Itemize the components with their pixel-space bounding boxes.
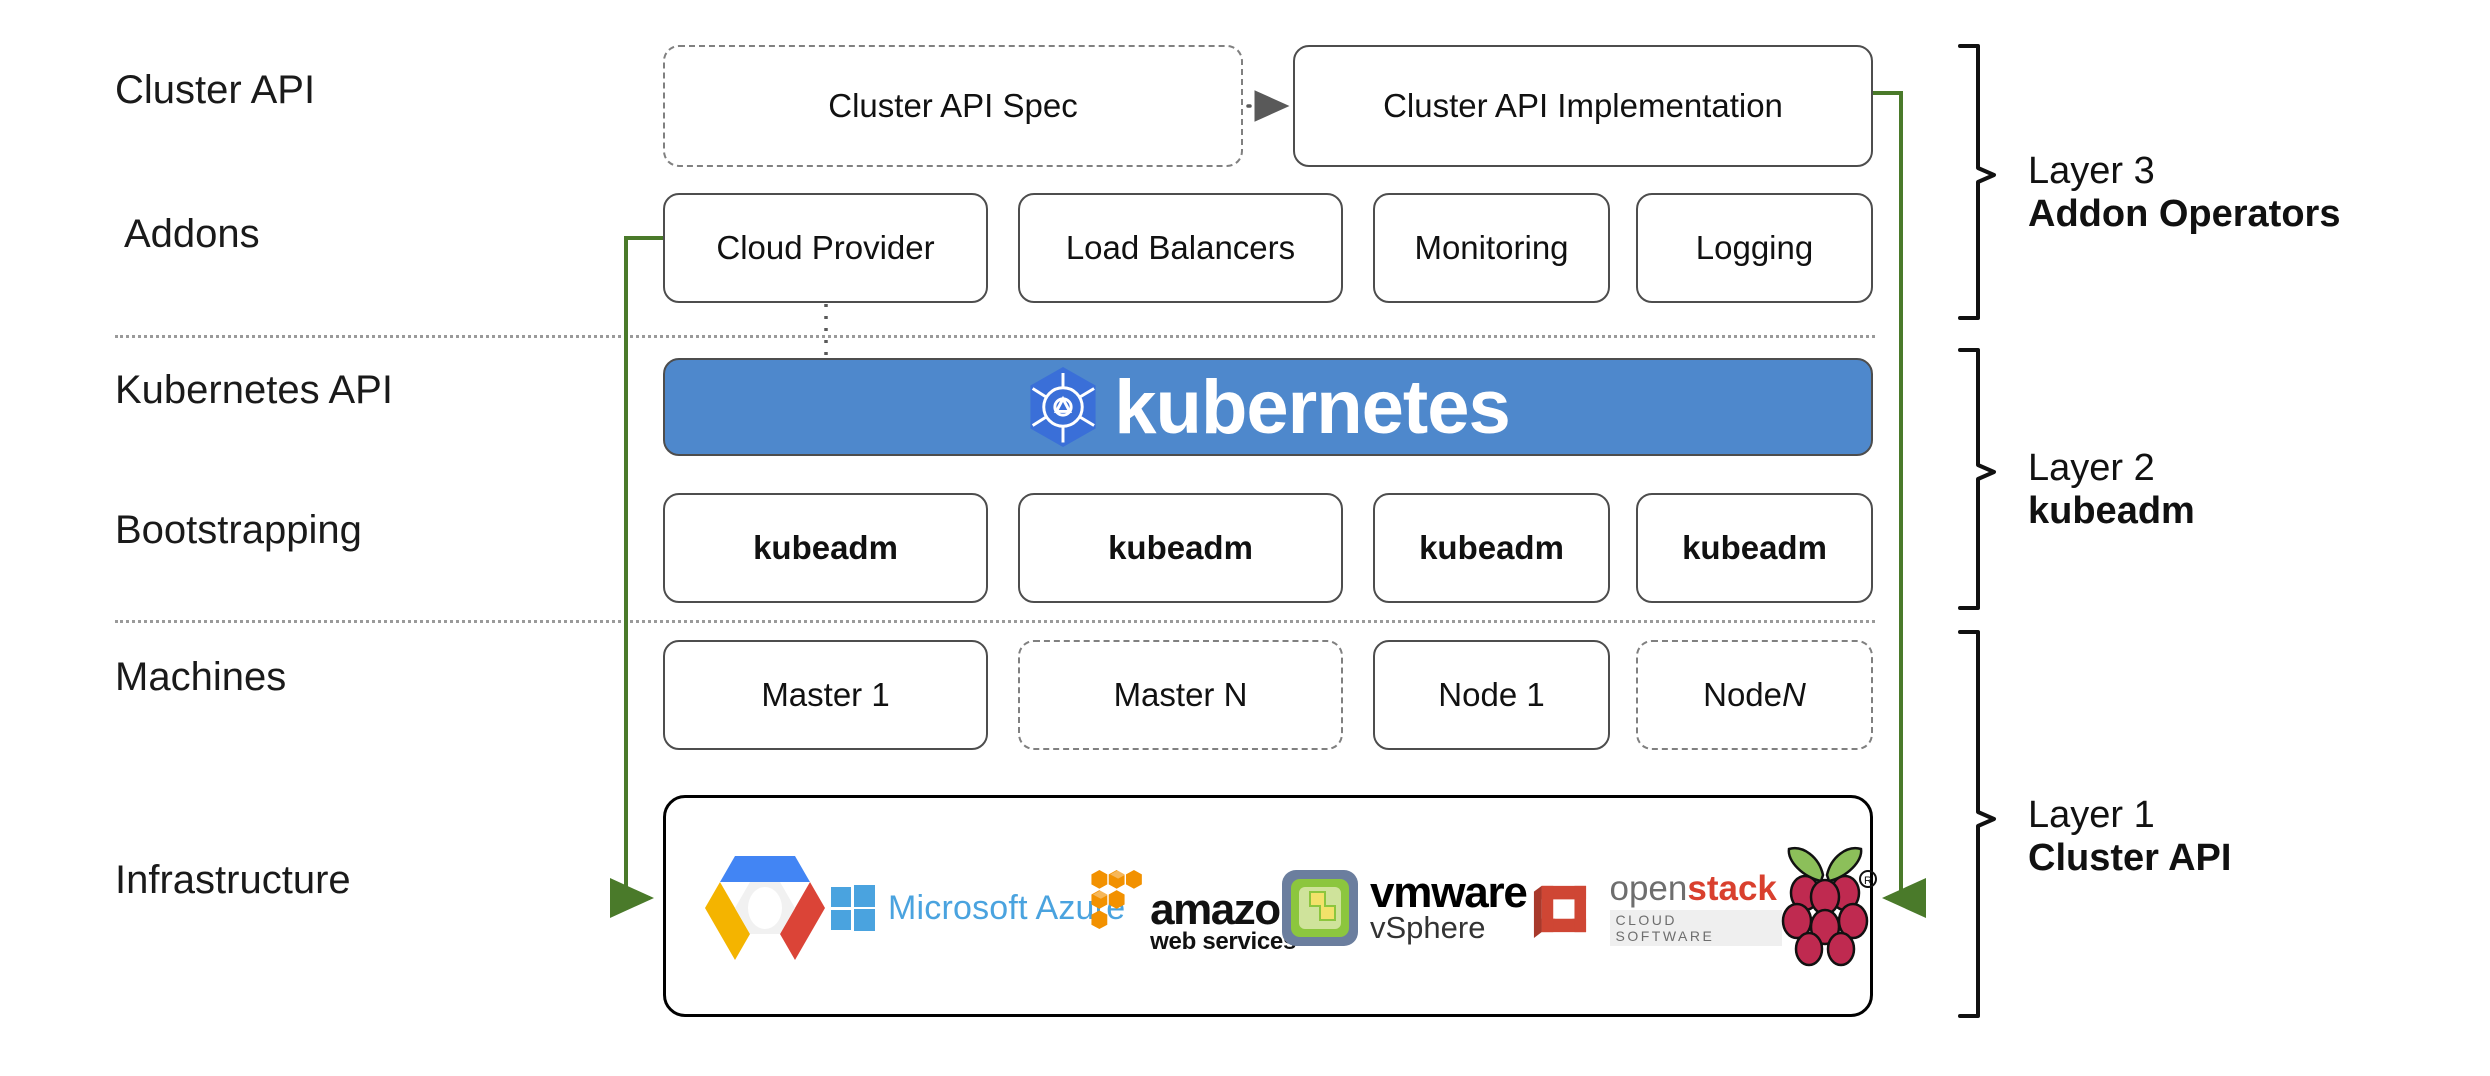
box-machine-node-1[interactable]: Node 1	[1373, 640, 1610, 750]
layer-2-number: Layer 2	[2028, 447, 2155, 489]
box-machine-node-n-prefix: Node	[1703, 676, 1783, 713]
svg-text:R: R	[1864, 875, 1872, 887]
box-machine-node-n-index: N	[1782, 676, 1806, 713]
layer-2-name: kubeadm	[2028, 489, 2195, 532]
brace-layer-2	[1958, 348, 1996, 610]
aws-cubes-icon	[1091, 869, 1142, 930]
logo-vmware-vsphere: vmware vSphere	[1280, 860, 1540, 956]
vsphere-wordmark: vSphere	[1370, 910, 1486, 946]
layer-label-2: Layer 2 kubeadm	[2028, 447, 2195, 532]
openstack-blocks-icon	[1533, 885, 1587, 938]
box-kubeadm-master-1[interactable]: kubeadm	[663, 493, 988, 603]
box-cluster-api-spec[interactable]: Cluster API Spec	[663, 45, 1243, 167]
layer-label-1: Layer 1 Cluster API	[2028, 794, 2231, 879]
logo-raspberry-pi: R	[1760, 838, 1890, 973]
kubernetes-wordmark: kubernetes	[1114, 364, 1510, 450]
box-addon-load-balancers[interactable]: Load Balancers	[1018, 193, 1343, 303]
layer-3-number: Layer 3	[2028, 150, 2155, 192]
layer-1-number: Layer 1	[2028, 794, 2155, 836]
row-label-machines: Machines	[115, 655, 287, 699]
box-machine-node-n[interactable]: Node N	[1636, 640, 1873, 750]
openstack-tagline: CLOUD SOFTWARE	[1609, 910, 1782, 947]
row-label-addons: Addons	[124, 212, 260, 256]
layer-3-name: Addon Operators	[2028, 192, 2341, 235]
row-label-bootstrapping: Bootstrapping	[115, 508, 362, 552]
box-addon-cloud-provider[interactable]: Cloud Provider	[663, 193, 988, 303]
box-addon-logging[interactable]: Logging	[1636, 193, 1873, 303]
openstack-word-open: open	[1609, 868, 1688, 908]
row-label-infrastructure: Infrastructure	[115, 858, 351, 902]
box-cluster-api-implementation[interactable]: Cluster API Implementation	[1293, 45, 1873, 167]
brace-layer-1	[1958, 630, 1996, 1018]
vmware-tile-icon	[1282, 870, 1358, 946]
kubernetes-banner[interactable]: kubernetes	[663, 358, 1873, 456]
vmware-wordmark: vmware	[1370, 867, 1528, 917]
box-machine-master-n[interactable]: Master N	[1018, 640, 1343, 750]
kubernetes-helm-wheel-icon	[1026, 365, 1100, 449]
box-kubeadm-node-n[interactable]: kubeadm	[1636, 493, 1873, 603]
row-label-cluster-api: Cluster API	[115, 68, 316, 112]
divider-layer3-layer2	[115, 335, 1875, 338]
logo-amazon-web-services: amazon web services	[1090, 848, 1306, 960]
layer-1-name: Cluster API	[2028, 836, 2232, 879]
openstack-word-stack: stack	[1687, 868, 1777, 908]
azure-window-icon	[831, 885, 875, 931]
gcp-hexagon-icon	[705, 855, 825, 960]
aws-wordmark-top: amazon	[1150, 884, 1306, 934]
box-addon-monitoring[interactable]: Monitoring	[1373, 193, 1610, 303]
box-machine-master-1[interactable]: Master 1	[663, 640, 988, 750]
brace-layer-3	[1958, 44, 1996, 320]
flow-cluster-api-implementation-to-infrastructure	[1873, 91, 1926, 918]
logo-google-cloud-platform	[690, 855, 840, 960]
logo-microsoft-azure: Microsoft Azure	[830, 880, 1140, 936]
logo-openstack: openstack CLOUD SOFTWARE	[1532, 866, 1782, 952]
aws-wordmark-bottom: web services	[1150, 928, 1297, 955]
raspberry-pi-icon: R	[1781, 846, 1877, 966]
box-kubeadm-master-n[interactable]: kubeadm	[1018, 493, 1343, 603]
layer-label-3: Layer 3 Addon Operators	[2028, 150, 2340, 235]
row-label-kubernetes-api: Kubernetes API	[115, 368, 393, 412]
azure-wordmark: Microsoft Azure	[888, 888, 1126, 927]
openstack-wordmark: openstack	[1609, 868, 1777, 908]
box-kubeadm-node-1[interactable]: kubeadm	[1373, 493, 1610, 603]
divider-layer2-layer1	[115, 620, 1875, 623]
